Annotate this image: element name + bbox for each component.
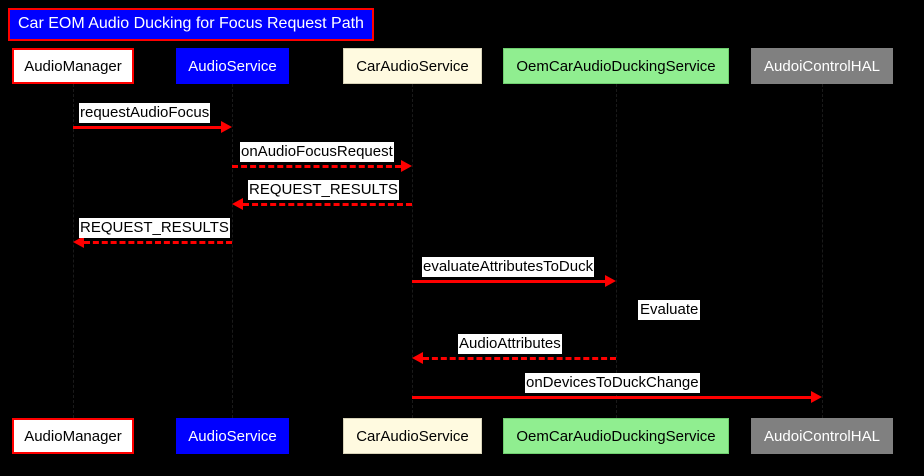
message-line-request-results-2	[243, 203, 412, 206]
lifeline-audio-service	[232, 84, 234, 418]
message-label-request-results-2: REQUEST_RESULTS	[248, 180, 399, 200]
message-line-evaluate-attributes-to-duck-4	[412, 280, 605, 283]
participant-car-audio-service-top[interactable]: CarAudioService	[343, 48, 482, 84]
lifeline-audio-manager	[73, 84, 75, 418]
participant-label: AudioService	[188, 427, 277, 445]
arrow-head-right-icon	[605, 275, 616, 287]
lifeline-car-audio-service	[412, 84, 414, 418]
participant-label: CarAudioService	[356, 57, 469, 75]
participant-oem-car-audio-ducking-service-bottom[interactable]: OemCarAudioDuckingService	[503, 418, 729, 454]
participant-oem-car-audio-ducking-service-top[interactable]: OemCarAudioDuckingService	[503, 48, 729, 84]
message-line-on-devices-to-duck-change-6	[412, 396, 811, 399]
participant-car-audio-service-bottom[interactable]: CarAudioService	[343, 418, 482, 454]
diagram-title: Car EOM Audio Ducking for Focus Request …	[8, 8, 374, 41]
participant-label: OemCarAudioDuckingService	[516, 427, 716, 445]
message-line-audio-attributes-5	[423, 357, 616, 360]
arrow-head-left-icon	[73, 236, 84, 248]
participant-audoi-control-hal-bottom[interactable]: AudoiControlHAL	[751, 418, 893, 454]
lifeline-oem-car-audio-ducking-service	[616, 84, 618, 418]
message-line-request-results-3	[84, 241, 232, 244]
participant-label: CarAudioService	[356, 427, 469, 445]
message-label-request-results-3: REQUEST_RESULTS	[79, 218, 230, 238]
participant-label: AudioManager	[24, 57, 122, 75]
message-label-evaluate-attributes-to-duck-4: evaluateAttributesToDuck	[422, 257, 595, 277]
message-line-request-audio-focus-0	[73, 126, 221, 129]
lifeline-audoi-control-hal	[822, 84, 824, 418]
participant-label: AudoiControlHAL	[764, 427, 880, 445]
arrow-head-left-icon	[232, 198, 243, 210]
participant-label: AudoiControlHAL	[764, 57, 880, 75]
message-label-audio-attributes-5: AudioAttributes	[458, 334, 562, 354]
message-label-on-audio-focus-request-1: onAudioFocusRequest	[240, 142, 394, 162]
message-line-on-audio-focus-request-1	[232, 165, 401, 168]
arrow-head-right-icon	[401, 160, 412, 172]
arrow-head-right-icon	[811, 391, 822, 403]
participant-audio-manager-top[interactable]: AudioManager	[12, 48, 134, 84]
arrow-head-right-icon	[221, 121, 232, 133]
message-label-on-devices-to-duck-change-6: onDevicesToDuckChange	[525, 373, 700, 393]
participant-label: AudioService	[188, 57, 277, 75]
participant-label: OemCarAudioDuckingService	[516, 57, 716, 75]
participant-audoi-control-hal-top[interactable]: AudoiControlHAL	[751, 48, 893, 84]
participant-audio-service-bottom[interactable]: AudioService	[176, 418, 289, 454]
note-evaluate: Evaluate	[638, 300, 701, 320]
participant-audio-service-top[interactable]: AudioService	[176, 48, 289, 84]
participant-label: AudioManager	[24, 427, 122, 445]
message-label-request-audio-focus-0: requestAudioFocus	[79, 103, 211, 123]
arrow-head-left-icon	[412, 352, 423, 364]
participant-audio-manager-bottom[interactable]: AudioManager	[12, 418, 134, 454]
